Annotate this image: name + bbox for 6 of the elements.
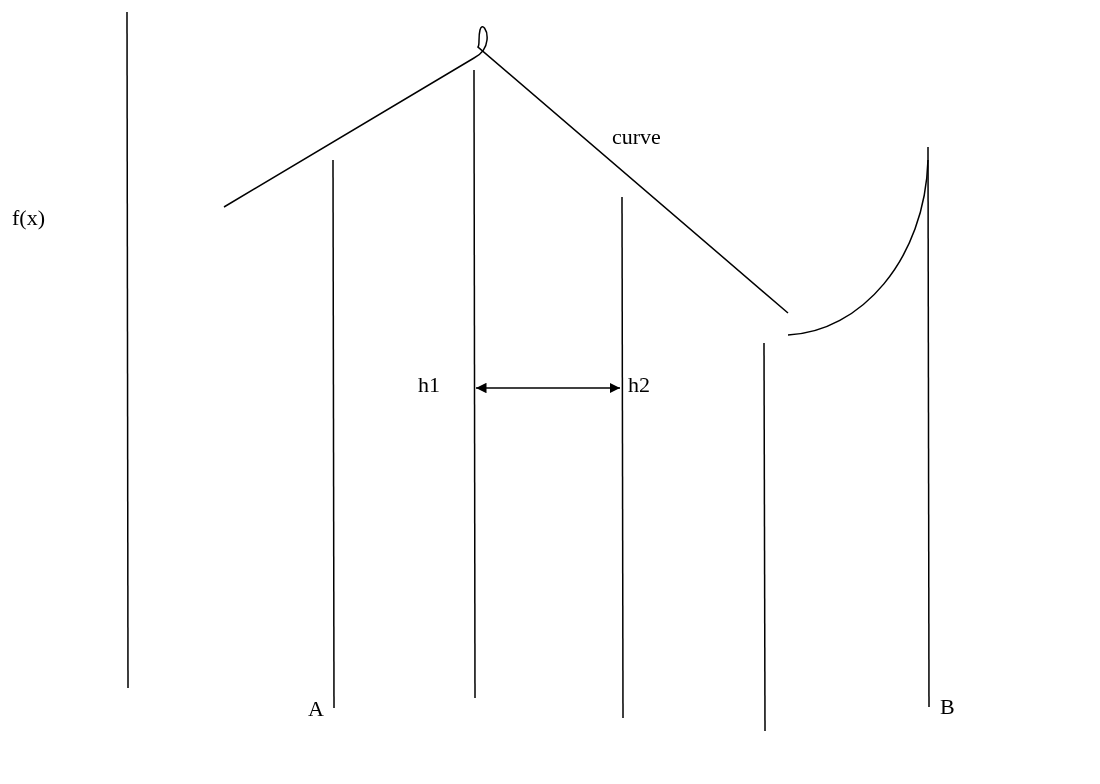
point-label: B [940, 694, 955, 720]
function-label: f(x) [12, 205, 45, 231]
height-label: h2 [628, 372, 650, 398]
height-label: h1 [418, 372, 440, 398]
curve-label: curve [612, 124, 661, 150]
point-label: A [308, 696, 324, 722]
